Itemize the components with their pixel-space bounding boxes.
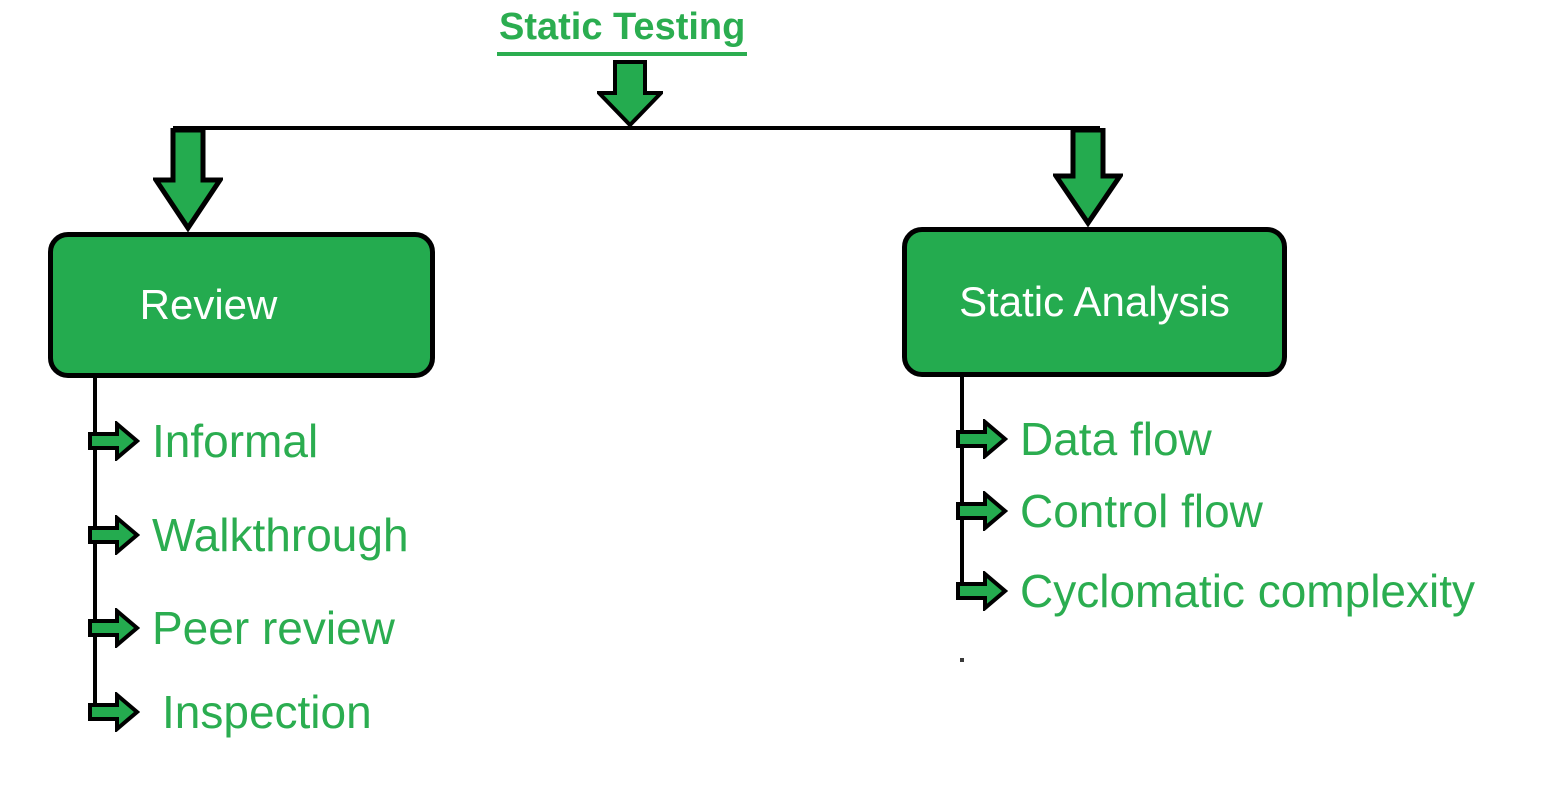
list-item: Inspection xyxy=(88,682,372,742)
review-box-label: Review xyxy=(139,281,278,328)
list-item-label: Cyclomatic complexity xyxy=(1020,565,1475,617)
list-item-label: Control flow xyxy=(1020,485,1263,537)
connector-vertical-right xyxy=(960,376,964,594)
list-item-label: Inspection xyxy=(162,686,372,738)
diagram-title: Static Testing xyxy=(497,6,748,56)
arrow-right-icon xyxy=(956,419,1008,459)
list-item-label: Walkthrough xyxy=(152,509,409,561)
arrow-right-icon xyxy=(88,692,140,732)
list-item-label: Data flow xyxy=(1020,413,1212,465)
static-analysis-box: Static Analysis xyxy=(902,227,1287,377)
static-analysis-box-label: Static Analysis xyxy=(959,278,1230,325)
arrow-right-icon xyxy=(956,571,1008,611)
stray-dot xyxy=(960,658,964,662)
connector-horizontal xyxy=(173,126,1100,130)
review-box: Review xyxy=(48,232,435,378)
list-item-label: Peer review xyxy=(152,602,395,654)
arrow-right-icon xyxy=(88,421,140,461)
connector-vertical-left xyxy=(93,377,97,714)
arrow-right-icon xyxy=(88,515,140,555)
list-item: Walkthrough xyxy=(88,505,409,565)
list-item-label: Informal xyxy=(152,415,319,467)
arrow-right-icon xyxy=(956,491,1008,531)
arrow-down-icon xyxy=(153,128,223,232)
list-item: Data flow xyxy=(956,409,1212,469)
list-item: Informal xyxy=(88,411,318,471)
list-item: Control flow xyxy=(956,481,1263,541)
arrow-right-icon xyxy=(88,608,140,648)
list-item: Cyclomatic complexity xyxy=(956,561,1475,621)
arrow-down-icon xyxy=(1053,128,1123,227)
arrow-down-icon xyxy=(597,60,663,127)
list-item: Peer review xyxy=(88,598,395,658)
